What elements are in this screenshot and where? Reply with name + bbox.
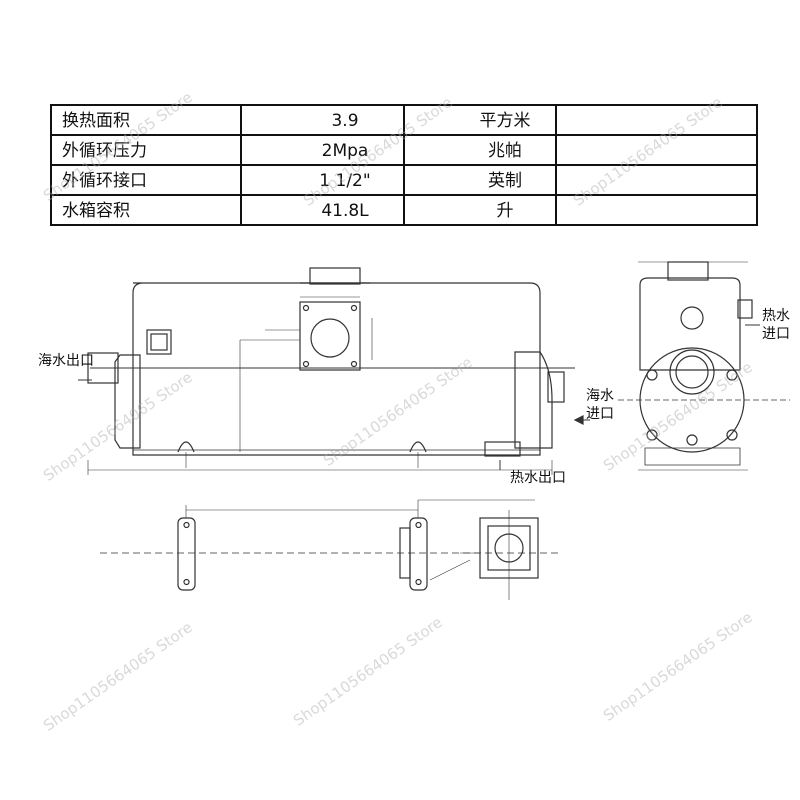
spec-value: 1 1/2"	[319, 171, 371, 191]
seawater-outlet-label: 海水出口	[38, 353, 94, 369]
spec-value: 2Mpa	[321, 141, 369, 161]
spec-name: 外循环压力	[62, 141, 147, 161]
table-row: 外循环压力 2Mpa 兆帕	[50, 136, 758, 166]
end-view-top-cap	[667, 261, 709, 281]
hot-water-inlet-label-line2: 进口	[762, 326, 790, 342]
table-row: 换热面积 3.9 平方米	[50, 106, 758, 136]
left-end-cap	[114, 354, 141, 449]
top-cap	[309, 267, 361, 285]
mount-flange	[299, 301, 361, 371]
spec-unit: 升	[496, 201, 514, 221]
tank-body	[132, 282, 541, 456]
spec-unit: 兆帕	[488, 141, 522, 161]
table-divider	[240, 104, 242, 226]
spec-name: 外循环接口	[62, 171, 147, 191]
seawater-inlet-label-line2: 进口	[586, 406, 614, 422]
table-divider	[50, 104, 52, 226]
spec-name: 换热面积	[62, 111, 130, 131]
end-view-port	[680, 306, 704, 330]
table-row: 水箱容积 41.8L 升	[50, 196, 758, 226]
flange-port	[310, 318, 350, 358]
spec-value: 3.9	[331, 111, 359, 131]
hot-water-inlet-label-line1: 热水	[762, 308, 790, 324]
table-row: 外循环接口 1 1/2" 英制	[50, 166, 758, 196]
inspection-window	[146, 329, 172, 355]
table-divider	[756, 104, 758, 226]
plan-foot-left	[177, 517, 196, 591]
foot-left	[177, 441, 195, 453]
hot-water-outlet-label: 热水出口	[510, 470, 566, 486]
spec-table: 换热面积 3.9 平方米 外循环压力 2Mpa 兆帕 外循环接口 1 1/2" …	[50, 104, 758, 226]
foot-right	[409, 441, 427, 453]
spec-unit: 英制	[488, 171, 522, 191]
spec-value: 41.8L	[321, 201, 369, 221]
end-view-tank	[639, 277, 741, 371]
hot-water-outlet-pipe	[484, 441, 521, 457]
table-divider	[555, 104, 557, 226]
spec-unit: 平方米	[479, 111, 531, 131]
spec-name: 水箱容积	[62, 201, 130, 221]
table-divider	[403, 104, 405, 226]
right-end-cap	[514, 351, 553, 449]
seawater-inlet-label-line1: 海水	[586, 388, 614, 404]
